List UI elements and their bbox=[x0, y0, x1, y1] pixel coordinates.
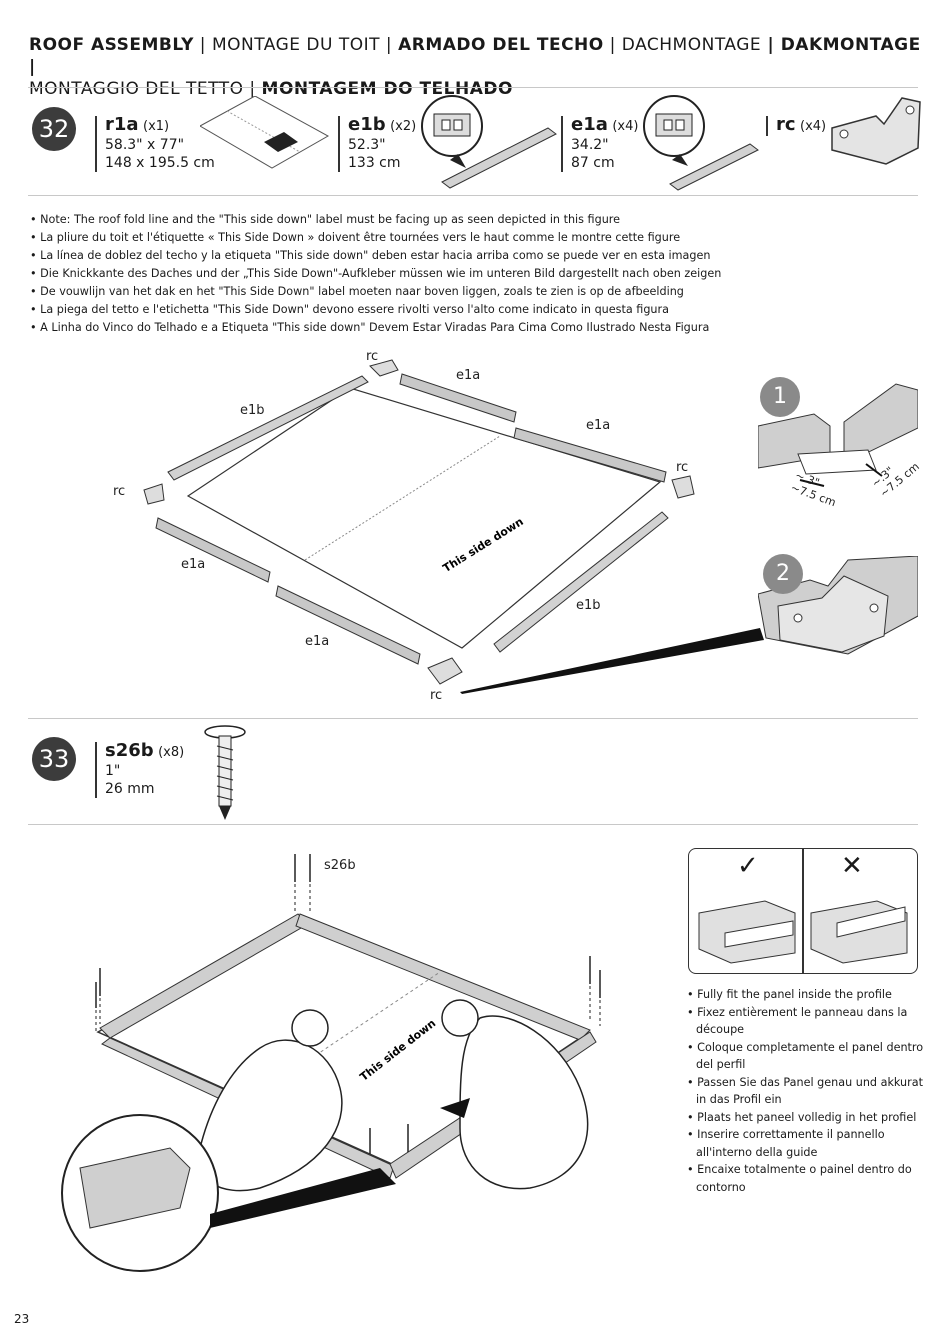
part-size-in: 34.2" bbox=[571, 137, 609, 153]
title-line-2: MONTAGGIO DEL TETTO | MONTAGEM DO TELHAD… bbox=[29, 78, 929, 100]
tip-pt: Encaixe totalmente o painel dentro do co… bbox=[687, 1161, 927, 1196]
fit-tips-list: Fully fit the panel inside the profile F… bbox=[687, 986, 927, 1196]
part-s26b: s26b (x8) 1" 26 mm bbox=[95, 742, 184, 798]
note-pt: A Linha do Vinco do Telhado e a Etiqueta… bbox=[30, 319, 770, 337]
note-es: La línea de doblez del techo y la etique… bbox=[30, 247, 770, 265]
part-code: e1b bbox=[348, 114, 386, 135]
part-qty: (x1) bbox=[143, 119, 170, 134]
part-code: r1a bbox=[105, 114, 139, 135]
part-qty: (x8) bbox=[158, 745, 185, 760]
title-it: MONTAGGIO DEL TETTO bbox=[29, 79, 244, 99]
divider bbox=[28, 87, 918, 88]
page-title: ROOF ASSEMBLY | MONTAGE DU TOIT | ARMADO… bbox=[29, 34, 929, 100]
part-size-cm: 87 cm bbox=[571, 155, 615, 171]
part-size-cm: 148 x 195.5 cm bbox=[105, 155, 215, 171]
note-fr: La pliure du toit et l'étiquette « This … bbox=[30, 229, 770, 247]
label-e1a-top: e1a bbox=[456, 368, 481, 383]
title-sep: | bbox=[193, 35, 212, 55]
title-line-1: ROOF ASSEMBLY | MONTAGE DU TOIT | ARMADO… bbox=[29, 34, 929, 78]
part-qty: (x2) bbox=[390, 119, 417, 134]
screw-icon bbox=[204, 725, 246, 820]
part-e1b: e1b (x2) 52.3" 133 cm bbox=[338, 116, 416, 172]
title-en: ROOF ASSEMBLY bbox=[29, 35, 194, 55]
part-rc: rc (x4) bbox=[766, 116, 826, 136]
label-rc-bottom: rc bbox=[430, 688, 443, 703]
label-e1b-right: e1b bbox=[576, 598, 601, 613]
incorrect-fit-icon bbox=[810, 900, 908, 964]
divider bbox=[28, 718, 918, 719]
e1b-profile-icon bbox=[421, 95, 557, 189]
divider bbox=[802, 849, 804, 973]
notes-list: Note: The roof fold line and the "This s… bbox=[30, 211, 770, 337]
note-en: Note: The roof fold line and the "This s… bbox=[30, 211, 770, 229]
part-code: e1a bbox=[571, 114, 608, 135]
page-number: 23 bbox=[14, 1312, 30, 1326]
part-size-cm: 133 cm bbox=[348, 155, 401, 171]
detail-leader bbox=[460, 628, 764, 694]
part-code: rc bbox=[776, 114, 796, 135]
title-sep: | bbox=[380, 35, 399, 55]
title-es: ARMADO DEL TECHO bbox=[398, 35, 604, 55]
title-pt: MONTAGEM DO TELHADO bbox=[261, 79, 513, 99]
divider bbox=[28, 195, 918, 196]
part-e1a: e1a (x4) 34.2" 87 cm bbox=[561, 116, 638, 172]
label-rc-left: rc bbox=[113, 484, 126, 499]
detail-number-2: 2 bbox=[763, 554, 803, 594]
part-qty: (x4) bbox=[612, 119, 639, 134]
roof-frame-diagram: This side down bbox=[143, 359, 695, 685]
tip-fr: Fixez entièrement le panneau dans la déc… bbox=[687, 1004, 927, 1039]
correct-fit-icon bbox=[698, 900, 796, 964]
roof-assembly-diagram: This side down bbox=[61, 854, 601, 1272]
label-e1a-bottom: e1a bbox=[305, 634, 330, 649]
rc-corner-icon bbox=[831, 97, 921, 165]
check-icon: ✓ bbox=[737, 851, 759, 881]
roof-panel-icon bbox=[200, 96, 330, 169]
detail-number-1: 1 bbox=[760, 377, 800, 417]
part-size-in: 58.3" x 77" bbox=[105, 137, 185, 153]
title-nl: DAKMONTAGE bbox=[780, 35, 921, 55]
step-number-33: 33 bbox=[32, 737, 76, 781]
label-s26b: s26b bbox=[324, 858, 356, 873]
detail-2-corner bbox=[758, 556, 918, 655]
label-rc-top: rc bbox=[366, 349, 379, 364]
note-nl: De vouwlijn van het dak en het "This Sid… bbox=[30, 283, 770, 301]
part-size-in: 52.3" bbox=[348, 137, 386, 153]
label-e1a-left: e1a bbox=[181, 557, 206, 572]
part-size-mm: 26 mm bbox=[105, 781, 155, 797]
part-r1a: r1a (x1) 58.3" x 77" 148 x 195.5 cm bbox=[95, 116, 215, 172]
fit-comparison-box: ✓ ✕ bbox=[688, 848, 918, 974]
e1a-profile-icon bbox=[643, 95, 759, 191]
title-sep: | bbox=[761, 35, 781, 55]
title-sep: | bbox=[603, 35, 622, 55]
label-rc-right: rc bbox=[676, 460, 689, 475]
label-e1a-right: e1a bbox=[586, 418, 611, 433]
title-sep: | bbox=[243, 79, 262, 99]
label-e1b-left: e1b bbox=[240, 403, 265, 418]
note-it: La piega del tetto e l'etichetta "This S… bbox=[30, 301, 770, 319]
tip-en: Fully fit the panel inside the profile bbox=[687, 986, 927, 1004]
cross-icon: ✕ bbox=[841, 851, 863, 881]
part-code: s26b bbox=[105, 740, 154, 761]
tip-de: Passen Sie das Panel genau und akkurat i… bbox=[687, 1074, 927, 1109]
tip-es: Coloque completamente el panel dentro de… bbox=[687, 1039, 927, 1074]
step-number-32: 32 bbox=[32, 107, 76, 151]
part-qty: (x4) bbox=[800, 119, 827, 134]
divider bbox=[28, 824, 918, 825]
part-size-in: 1" bbox=[105, 763, 121, 779]
title-de: DACHMONTAGE bbox=[621, 35, 762, 55]
note-de: Die Knickkante des Daches und der „This … bbox=[30, 265, 770, 283]
title-fr: MONTAGE DU TOIT bbox=[211, 35, 381, 55]
title-sep: | bbox=[29, 57, 36, 77]
tip-it: Inserire correttamente il pannello all'i… bbox=[687, 1126, 927, 1161]
tip-nl: Plaats het paneel volledig in het profie… bbox=[687, 1109, 927, 1127]
